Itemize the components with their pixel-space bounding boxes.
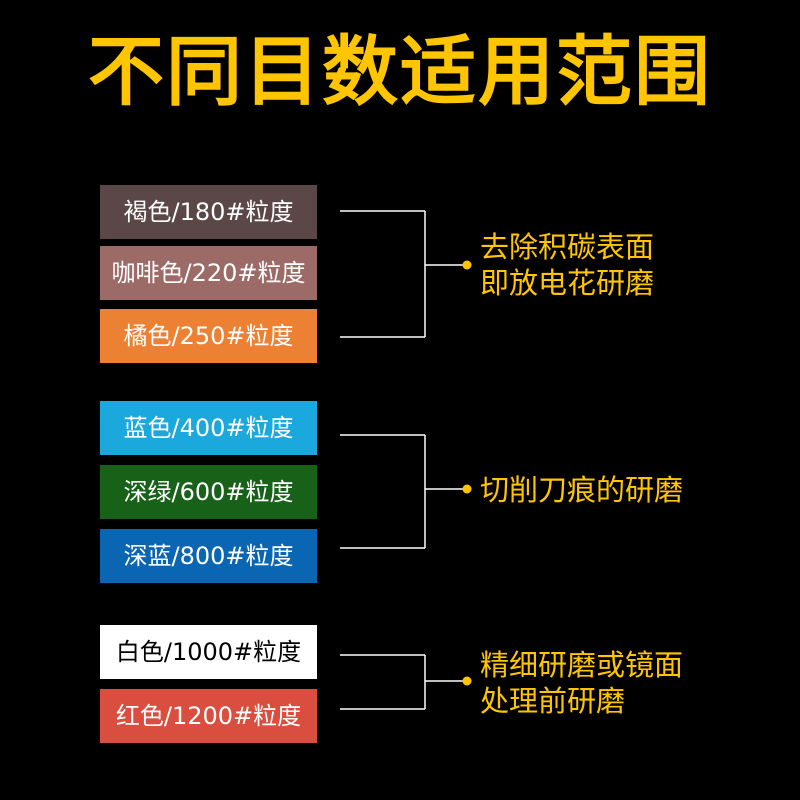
grit-label-darkgreen-600: 深绿/600#粒度 — [100, 465, 317, 519]
bracket-group-2 — [340, 434, 472, 549]
grit-label-red-1200: 红色/1200#粒度 — [100, 689, 317, 743]
grit-label-darkblue-800: 深蓝/800#粒度 — [100, 529, 317, 583]
group-3-description: 精细研磨或镜面 处理前研磨 — [480, 647, 683, 719]
description-line: 精细研磨或镜面 — [480, 648, 684, 682]
grit-label-brown-180: 褐色/180#粒度 — [100, 185, 317, 239]
page-title: 不同目数适用范围 — [88, 27, 712, 116]
grit-label-orange-250: 橘色/250#粒度 — [100, 309, 317, 363]
group-1-description: 去除积碳表面 即放电花研磨 — [480, 229, 654, 301]
bracket-group-3 — [340, 654, 472, 710]
bracket-group-1 — [340, 210, 472, 338]
grit-label-white-1000: 白色/1000#粒度 — [100, 625, 317, 679]
bracket-dot — [462, 484, 472, 494]
description-line: 去除积碳表面 — [480, 230, 655, 264]
group-2-description: 切削刀痕的研磨 — [480, 472, 683, 508]
description-line: 切削刀痕的研磨 — [480, 473, 684, 507]
grit-label-blue-400: 蓝色/400#粒度 — [100, 401, 317, 455]
bracket-dot — [462, 260, 472, 270]
grit-label-coffee-220: 咖啡色/220#粒度 — [100, 246, 317, 300]
description-line: 处理前研磨 — [480, 684, 626, 718]
description-line: 即放电花研磨 — [480, 266, 655, 300]
bracket-dot — [462, 676, 472, 686]
